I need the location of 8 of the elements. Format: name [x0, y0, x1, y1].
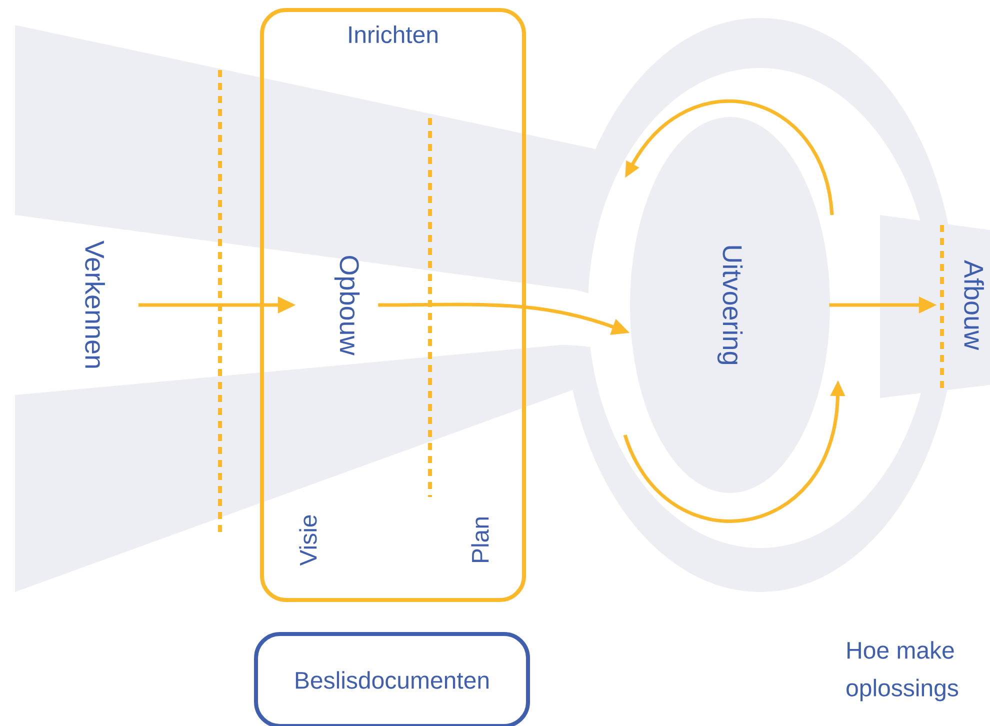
text-label: Hoe make: [848, 641, 954, 659]
phase-label: Afbouw: [964, 260, 984, 350]
document-box: Beslisdocumenten: [254, 632, 530, 726]
text-label: oplossings: [846, 678, 958, 702]
text-label: Plan: [471, 518, 489, 562]
phase-label: Verkennen: [85, 240, 105, 368]
phase-label: Opbouw: [334, 256, 360, 356]
text-label: Visie: [299, 515, 317, 566]
